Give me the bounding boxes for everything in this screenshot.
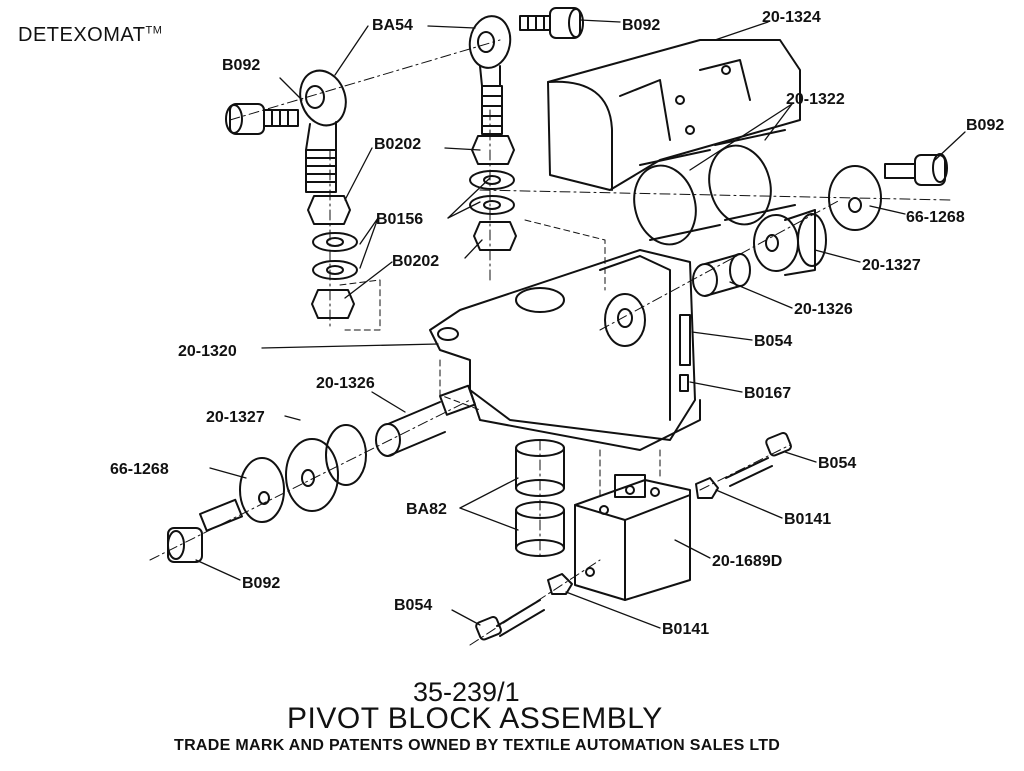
label-b054-top: B054 bbox=[754, 333, 792, 350]
assembly-guides bbox=[339, 219, 661, 501]
leader-lines bbox=[195, 19, 966, 629]
label-b092-right: B092 bbox=[966, 117, 1004, 134]
trademark-mark: TM bbox=[145, 24, 163, 37]
pin-20-1326-left bbox=[375, 384, 477, 457]
label-20-1689d: 20-1689D bbox=[712, 553, 782, 570]
nut-stack-left bbox=[307, 195, 358, 319]
spacer-20-1327-left bbox=[285, 424, 367, 512]
screw-b054-bottom bbox=[475, 599, 545, 641]
label-20-1326-left: 20-1326 bbox=[316, 375, 375, 392]
bracket-20-1320 bbox=[429, 249, 701, 451]
label-b0141-bottom: B0141 bbox=[662, 621, 709, 638]
part-labels: BA54 B092 B092 20-1324 20-1322 B092 B020… bbox=[110, 9, 1004, 638]
washer-66-1268-right bbox=[828, 165, 882, 231]
label-b054-bottom: B054 bbox=[394, 597, 432, 614]
label-b0156: B0156 bbox=[376, 211, 423, 228]
label-b054-mid: B054 bbox=[818, 455, 856, 472]
screw-b092-right bbox=[884, 153, 948, 186]
washer-66-1268-left bbox=[239, 457, 285, 523]
bushings-ba82 bbox=[515, 439, 565, 557]
label-b0167: B0167 bbox=[744, 385, 791, 402]
label-20-1320: 20-1320 bbox=[178, 343, 237, 360]
label-b0141-top: B0141 bbox=[784, 511, 831, 528]
label-b092-top-left: B092 bbox=[222, 57, 260, 74]
housing-block-20-1324 bbox=[547, 39, 801, 191]
spacer-20-1327-right bbox=[753, 209, 827, 276]
part-number: 35-239/1 bbox=[413, 677, 520, 707]
set-screws-bracket bbox=[679, 314, 691, 392]
nut-b0141-bottom bbox=[547, 573, 573, 595]
rod-end-ba54-left bbox=[299, 69, 347, 193]
nut-b0141-top bbox=[695, 477, 719, 499]
label-b0202-mid: B0202 bbox=[392, 253, 439, 270]
label-20-1327-right: 20-1327 bbox=[862, 257, 921, 274]
label-b092-bottom: B092 bbox=[242, 575, 280, 592]
label-20-1322: 20-1322 bbox=[786, 91, 845, 108]
diagram-title: PIVOT BLOCK ASSEMBLY bbox=[287, 702, 663, 735]
bushings-20-1322 bbox=[633, 129, 796, 246]
screw-b092-bottom bbox=[167, 498, 243, 563]
label-66-1268-right: 66-1268 bbox=[906, 209, 965, 226]
screw-b092-top-right bbox=[519, 7, 584, 39]
label-20-1324: 20-1324 bbox=[762, 9, 821, 26]
label-66-1268-left: 66-1268 bbox=[110, 461, 169, 478]
label-ba82: BA82 bbox=[406, 501, 447, 518]
label-20-1326-right: 20-1326 bbox=[794, 301, 853, 318]
rod-end-ba54-right bbox=[468, 15, 512, 135]
label-b0202-top: B0202 bbox=[374, 136, 421, 153]
nut-stack-right bbox=[469, 135, 517, 251]
screw-b092-top-left bbox=[225, 103, 299, 135]
screw-b054-mid bbox=[725, 431, 792, 487]
label-20-1327-left: 20-1327 bbox=[206, 409, 265, 426]
label-b092-top-right: B092 bbox=[622, 17, 660, 34]
footer-notice: TRADE MARK AND PATENTS OWNED BY TEXTILE … bbox=[174, 737, 781, 754]
label-ba54: BA54 bbox=[372, 17, 413, 34]
brand-name: DETEXOMAT bbox=[18, 24, 146, 46]
block-20-1689d bbox=[574, 474, 691, 601]
brand-logo: DETEXOMATTM bbox=[18, 24, 162, 47]
